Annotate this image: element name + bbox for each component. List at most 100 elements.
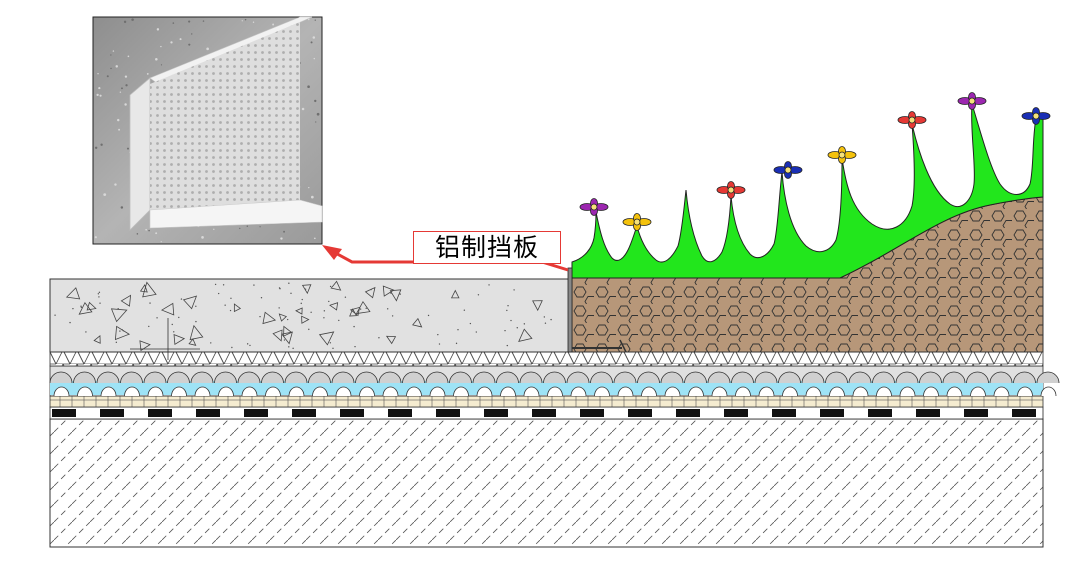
photo-grain [155,57,158,61]
aggregate-dot [217,292,220,295]
drain-cup-top [895,371,919,384]
aggregate-dot [98,296,100,298]
aggregate-dot [214,283,217,286]
drain-cup-top [308,371,331,384]
drain-cup-top [331,371,355,384]
drain-cup-bottom [335,386,352,397]
drain-cup-top [519,371,543,384]
photo-grain [307,85,310,89]
aggregate-dot [399,293,401,295]
drain-cup-top [143,371,167,384]
drain-cup-bottom [970,386,986,397]
aggregate-dot [122,330,125,332]
photo-grain [125,84,128,87]
aggregate-dot [475,331,478,333]
drain-cup-bottom [194,386,211,397]
drain-cup-bottom [124,386,140,397]
photo-grain [99,94,102,97]
aggregate-dot [148,325,150,328]
drain-cup-top [496,371,519,384]
membrane-dash [292,409,316,417]
drain-cup-bottom [171,386,187,397]
drain-cup-top [284,371,308,384]
flower [716,181,746,199]
photo-grain [103,193,107,196]
aggregate-mark [281,331,293,345]
aggregate-dot [97,293,100,295]
aggregate-dot [370,288,372,291]
drain-cup-bottom [923,386,939,397]
drain-cup-top [566,371,590,384]
photo-grain [201,236,204,239]
drain-cup-bottom [1040,386,1057,397]
aggregate-dot [224,304,226,306]
photo-grain [312,36,316,39]
drain-cup-bottom [77,386,93,397]
aggregate-mark [110,308,128,323]
aggregate-dot [353,325,355,328]
photo-grain [114,183,117,186]
photo-grain [313,57,315,60]
aggregate-mark [139,340,151,352]
aggregate-dot [229,309,232,312]
membrane-dash [916,409,940,417]
drain-cup-bottom [288,386,305,397]
drain-cup-top [543,371,566,384]
photo-grain [188,20,191,23]
drain-cup-top [778,371,801,384]
aggregate-mark [283,325,293,337]
drain-cup-bottom [993,386,1010,397]
membrane-dash [868,409,892,417]
drain-cup-top [1013,371,1036,384]
aggregate-mark [364,286,376,299]
drain-cup-bottom [758,386,775,397]
aggregate-dot [121,329,123,331]
drain-cup-top [402,371,425,384]
aggregate-dot [506,309,508,312]
drain-cup-top [120,371,143,384]
aggregate-dot [323,317,325,319]
flower [579,198,609,216]
aggregate-dot [300,302,302,305]
aggregate-dot [98,291,101,294]
photo-grain [172,22,175,24]
photo-grain [239,227,241,230]
aggregate-dot [301,298,303,301]
aggregate-dot [323,310,326,312]
membrane-dash [772,409,796,417]
aggregate-dot [156,317,158,319]
photo-grain [188,43,191,46]
photo-grain [110,67,112,70]
membrane-dash [484,409,508,417]
photo-grain [160,45,162,48]
aggregate-mark [532,300,543,312]
drain-cup-bottom [570,386,587,397]
membrane-dash [532,409,556,417]
aggregate-dot [80,305,82,307]
aggregate-dot [253,284,255,286]
aggregate-dot [279,287,281,290]
flower [1021,107,1051,125]
drain-cup-top [848,371,872,384]
photo-grain [272,23,275,26]
drain-cup-top [684,371,707,384]
aggregate-mark [349,308,358,317]
aggregate-dot [390,292,392,294]
aggregate-dot [338,319,340,322]
membrane-dash [1012,409,1036,417]
drain-cup-bottom [500,386,516,397]
drain-cup-top [590,371,613,384]
photo-grain [123,20,127,24]
photo-grain [100,143,103,146]
aggregate-dot [308,328,310,331]
photo-grain [160,241,162,243]
aggregate-dot [329,285,332,288]
photo-grain [120,206,124,209]
drain-cup-top [378,371,402,384]
photo-grain [96,93,99,97]
aggregate-dot [286,318,289,321]
aggregate-dot [329,342,332,344]
aggregate-dot [469,322,472,325]
drain-cup-bottom [547,386,563,397]
aggregate-mark [518,328,533,343]
